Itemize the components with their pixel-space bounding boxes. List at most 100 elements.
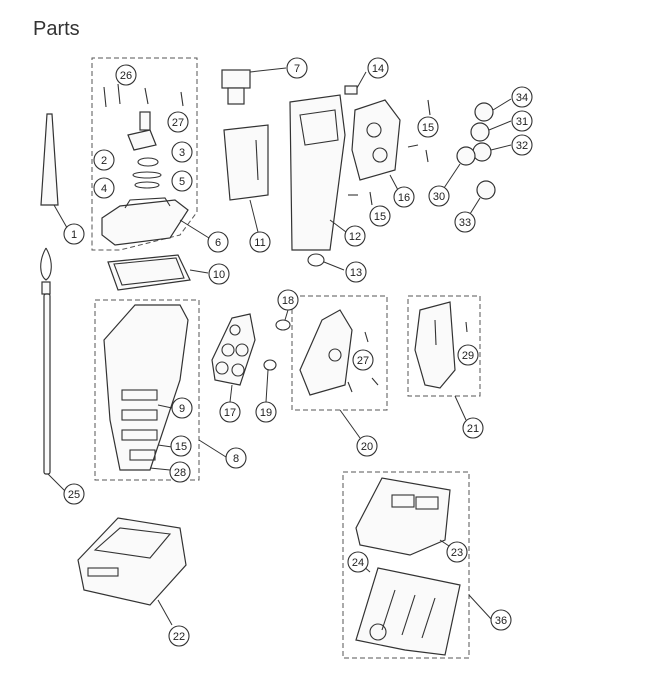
page-title: Parts [33, 18, 80, 40]
callout-circle [168, 625, 190, 647]
callout-15: 15 [170, 435, 192, 457]
part-pump-assembly [101, 83, 210, 246]
callout-number: 9 [179, 403, 185, 415]
callout-15: 15 [417, 116, 439, 138]
callout-27: 27 [352, 349, 374, 371]
group-box-6 [91, 57, 198, 251]
callout-9: 9 [171, 397, 193, 419]
assembly-groups [91, 57, 481, 659]
callout-circle [417, 116, 439, 138]
callout-24: 24 [347, 551, 369, 573]
callout-36: 36 [490, 609, 512, 631]
callout-10: 10 [208, 263, 230, 285]
callout-circle [208, 263, 230, 285]
callout-number: 23 [451, 547, 463, 559]
part-sensor-holder [351, 99, 401, 191]
callout-number: 36 [495, 615, 507, 627]
callout-number: 20 [361, 441, 373, 453]
callout-circle [255, 401, 277, 423]
callout-number: 7 [294, 63, 300, 75]
callout-number: 15 [374, 211, 386, 223]
callout-23: 23 [446, 541, 468, 563]
callout-20: 20 [356, 435, 378, 457]
callout-number: 1 [71, 229, 77, 241]
callout-circle [171, 170, 193, 192]
callout-circle [347, 551, 369, 573]
callout-number: 31 [516, 116, 528, 128]
callout-25: 25 [63, 483, 85, 505]
callout-number: 33 [459, 217, 471, 229]
part-screws-15 [348, 99, 431, 206]
callout-33: 33 [454, 211, 476, 233]
callout-circle [462, 417, 484, 439]
group-box-8 [94, 299, 200, 481]
callout-34: 34 [511, 86, 533, 108]
callout-32: 32 [511, 134, 533, 156]
part-connector [344, 71, 367, 95]
callout-circle [207, 231, 229, 253]
callout-18: 18 [277, 289, 299, 311]
callout-circle [93, 149, 115, 171]
callout-circle [356, 435, 378, 457]
callout-26: 26 [115, 64, 137, 86]
callout-11: 11 [249, 231, 271, 253]
callout-circle [63, 223, 85, 245]
callout-number: 21 [467, 423, 479, 435]
callout-19: 19 [255, 401, 277, 423]
callout-12: 12 [344, 225, 366, 247]
callout-number: 6 [215, 237, 221, 249]
callout-number: 3 [179, 147, 185, 159]
callout-1: 1 [63, 223, 85, 245]
callout-circle [454, 211, 476, 233]
callout-circle [344, 225, 366, 247]
callout-number: 2 [101, 155, 107, 167]
callout-number: 32 [516, 140, 528, 152]
callout-circle [171, 397, 193, 419]
callout-number: 26 [120, 70, 132, 82]
callout-circle [115, 64, 137, 86]
callout-circle [169, 461, 191, 483]
callout-circle [511, 134, 533, 156]
callout-number: 24 [352, 557, 364, 569]
group-box-20 [291, 295, 388, 411]
callout-circle [167, 111, 189, 133]
part-sensors [443, 98, 512, 215]
callout-8: 8 [225, 447, 247, 469]
part-belt-clip [414, 301, 468, 421]
part-main-board [289, 94, 347, 251]
callout-number: 11 [254, 237, 265, 249]
part-front-cover [299, 309, 379, 439]
callout-30: 30 [428, 185, 450, 207]
callout-5: 5 [171, 170, 193, 192]
callout-28: 28 [169, 461, 191, 483]
callout-number: 29 [462, 350, 474, 362]
callout-circle [511, 110, 533, 132]
callout-number: 15 [422, 122, 434, 134]
callout-number: 16 [398, 192, 410, 204]
part-battery-cover [355, 477, 453, 556]
callout-15: 15 [369, 205, 391, 227]
part-shield-plate [223, 124, 269, 233]
callout-number: 25 [68, 489, 80, 501]
callout-number: 14 [372, 63, 384, 75]
callout-circle [457, 344, 479, 366]
callout-number: 15 [175, 441, 187, 453]
callout-number: 34 [516, 92, 528, 104]
callout-number: 17 [224, 407, 236, 419]
callout-circle [352, 349, 374, 371]
part-motor [221, 67, 287, 105]
part-battery-pack [77, 517, 187, 626]
callout-number: 28 [174, 467, 186, 479]
callout-circle [345, 261, 367, 283]
callout-circle [446, 541, 468, 563]
callout-13: 13 [345, 261, 367, 283]
callout-circle [367, 57, 389, 79]
callout-circle [249, 231, 271, 253]
part-antenna [40, 113, 71, 234]
callout-27: 27 [167, 111, 189, 133]
callout-circle [277, 289, 299, 311]
group-box-21 [407, 295, 481, 397]
callout-3: 3 [171, 141, 193, 163]
